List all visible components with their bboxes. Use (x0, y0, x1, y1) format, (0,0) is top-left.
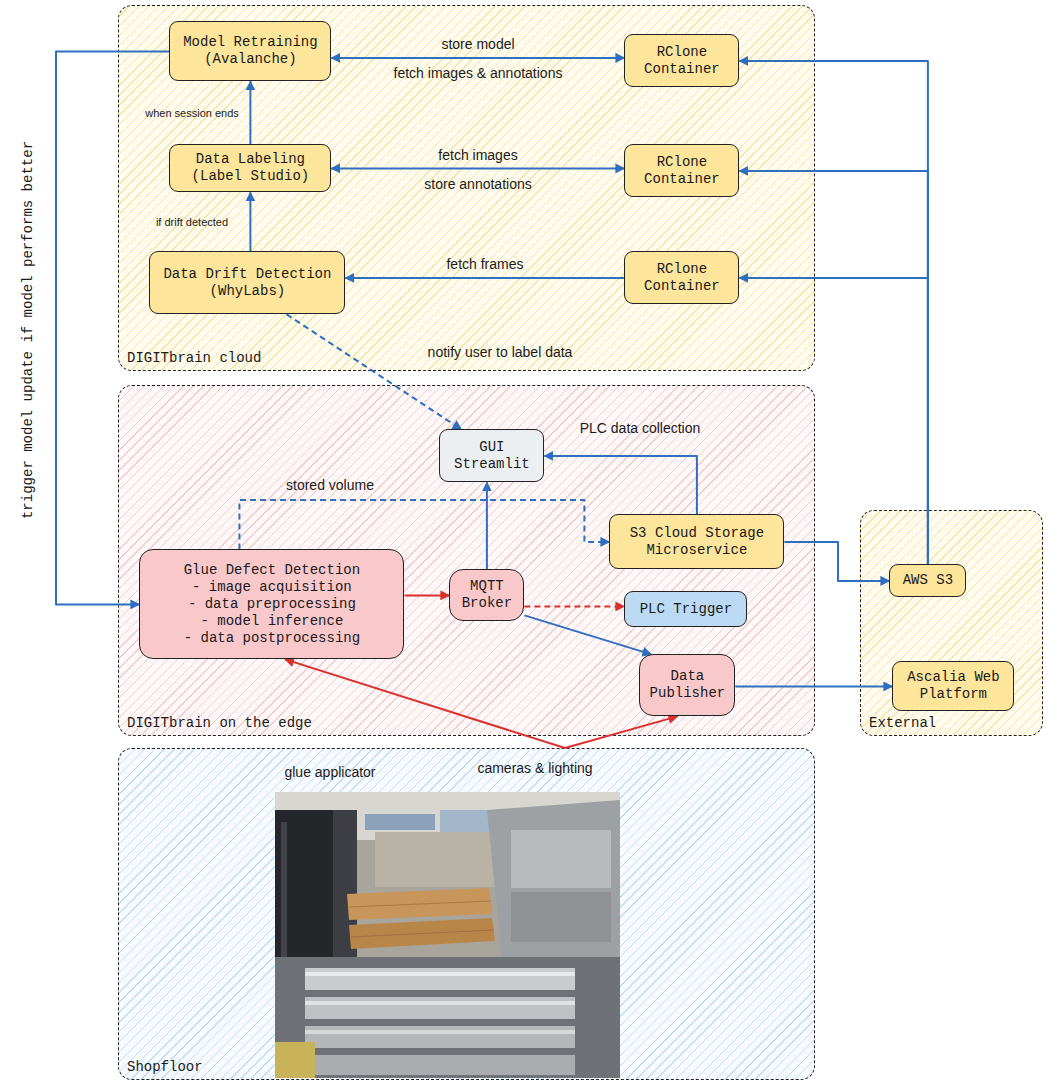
annotation-label-holder: store annotations (424, 176, 531, 192)
box-text: PLC Trigger (640, 601, 732, 618)
signal-arrow (404, 594, 449, 596)
gui-box: GUI Streamlit (439, 429, 544, 482)
glue-applicator-photo (275, 792, 620, 1078)
platform-box: Ascalia Web Platform (892, 661, 1014, 711)
edge-label: store model (441, 36, 514, 52)
region-label: Shopfloor (127, 1059, 203, 1075)
data-flow-arrow (249, 192, 251, 251)
box-text: RClone Container (632, 261, 731, 295)
process-box: Model Retraining (Avalanche) (169, 21, 331, 81)
edge-region: DIGITbrain on the edge GUI Streamlit S3 Cl… (118, 385, 815, 736)
box-text: - data postprocessing (184, 630, 360, 647)
box-text: - data preprocessing (188, 596, 356, 613)
data-flow-arrow (345, 277, 624, 279)
edge-label: notify user to label data (428, 344, 573, 360)
region-label-holder: Shopfloor (127, 1059, 203, 1075)
publisher-box: Data Publisher (639, 654, 735, 716)
region-label-holder: External (869, 715, 936, 731)
box-text: RClone Container (632, 154, 731, 188)
region-label-holder: DIGITbrain cloud (127, 350, 261, 366)
container-box: RClone Container (624, 251, 739, 304)
edge-label-holder: if drift detected (156, 216, 228, 228)
process-box: Data Drift Detection (WhyLabs) (149, 251, 345, 314)
annotation-label-holder: glue applicator (284, 764, 375, 780)
trigger-box: PLC Trigger (624, 591, 747, 627)
storage-box: AWS S3 (889, 564, 966, 597)
region-label: DIGITbrain on the edge (127, 715, 312, 731)
box-text: Data Labeling (Label Studio) (177, 151, 323, 185)
annotation-label-holder: fetch images & annotations (394, 65, 563, 81)
edge-label-holder: PLC data collection (580, 420, 701, 436)
data-flow-arrow (331, 167, 624, 169)
data-flow-arrow (486, 482, 488, 569)
annotation-label: glue applicator (284, 764, 375, 780)
box-text: GUI Streamlit (447, 439, 536, 473)
external-region: External AWS S3 Ascalia Web Platform (860, 510, 1043, 736)
annotation-label-holder: cameras & lighting (477, 760, 592, 776)
service-box: S3 Cloud Storage Microservice (609, 514, 784, 569)
edge-label: trigger model update if model performs b… (20, 141, 36, 519)
edge-label: stored volume (286, 477, 374, 493)
region-label-holder: DIGITbrain on the edge (127, 715, 312, 731)
box-text: AWS S3 (903, 572, 953, 589)
process-box: Data Labeling (Label Studio) (169, 144, 331, 192)
box-text: Data Drift Detection (WhyLabs) (157, 266, 337, 300)
edge-label-holder: stored volume (286, 477, 374, 493)
edge-label: when session ends (145, 107, 239, 119)
data-flow-arrow (331, 57, 624, 59)
region-label: External (869, 715, 936, 731)
region-label: DIGITbrain cloud (127, 350, 261, 366)
edge-label-holder: fetch images (438, 147, 517, 163)
edge-label: if drift detected (156, 216, 228, 228)
box-text: - image acquisition (192, 579, 352, 596)
edge-label-holder: fetch frames (446, 256, 523, 272)
box-text: Glue Defect Detection (184, 562, 360, 579)
box-text: S3 Cloud Storage Microservice (617, 525, 776, 559)
box-text: - model inference (200, 613, 343, 630)
box-text: Data Publisher (647, 668, 727, 702)
edge-label-holder: notify user to label data (428, 344, 573, 360)
box-text: MQTT Broker (457, 578, 516, 612)
container-box: RClone Container (624, 34, 739, 87)
data-flow-arrow (735, 685, 892, 687)
container-box: RClone Container (624, 144, 739, 197)
edge-label: PLC data collection (580, 420, 701, 436)
annotation-label: store annotations (424, 176, 531, 192)
signal-arrow (524, 605, 624, 607)
edge-label: fetch images (438, 147, 517, 163)
edge-label-holder: store model (441, 36, 514, 52)
annotation-label: fetch images & annotations (394, 65, 563, 81)
box-text: Model Retraining (Avalanche) (177, 34, 323, 68)
annotation-label: cameras & lighting (477, 760, 592, 776)
process-box: Glue Defect Detection- image acquisition… (139, 549, 404, 659)
data-flow-arrow (249, 81, 251, 144)
edge-label: fetch frames (446, 256, 523, 272)
box-text: RClone Container (632, 44, 731, 78)
edge-label-holder: trigger model update if model performs b… (20, 141, 36, 519)
broker-box: MQTT Broker (449, 569, 524, 621)
box-text: Ascalia Web Platform (900, 669, 1006, 703)
edge-label-holder: when session ends (145, 107, 239, 119)
